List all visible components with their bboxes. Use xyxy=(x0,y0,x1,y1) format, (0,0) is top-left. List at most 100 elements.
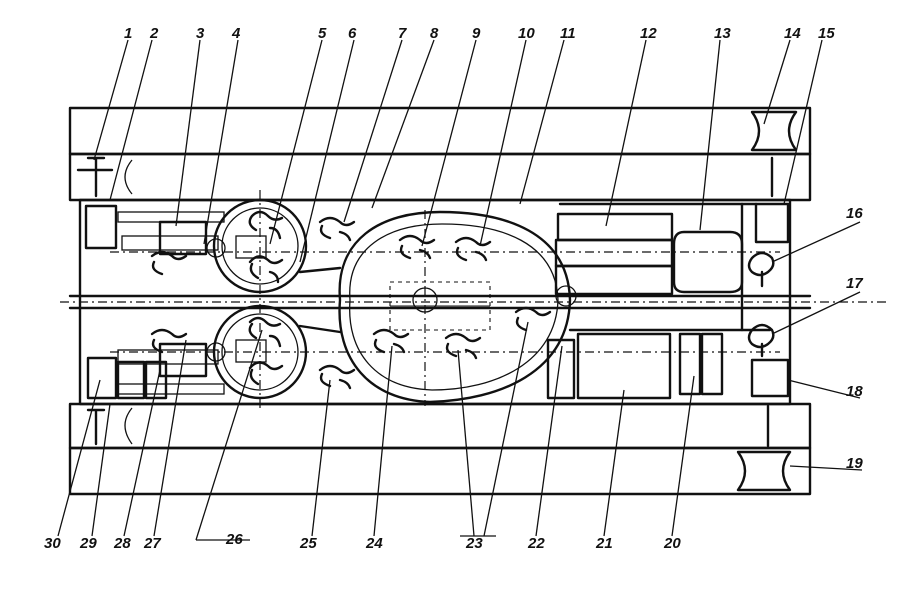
leader-line-7 xyxy=(343,39,403,223)
callout-labels-bottom: 30 29 28 27 26 25 24 23 22 21 20 xyxy=(44,531,681,552)
leader-line-23b xyxy=(483,321,529,537)
callout-11: 11 xyxy=(560,25,576,42)
leader-line-9 xyxy=(421,39,477,247)
callout-30: 30 xyxy=(44,535,61,552)
left-upper-block xyxy=(84,204,118,250)
top-outer-beam xyxy=(68,106,812,156)
callout-16: 16 xyxy=(846,205,863,222)
upper-drum-hub xyxy=(235,235,267,259)
leader-line-1 xyxy=(93,39,129,161)
callout-21: 21 xyxy=(595,535,613,552)
left-rounded-slot-bottom xyxy=(124,407,133,445)
callout-8: 8 xyxy=(430,25,439,42)
control-cabinet-mid xyxy=(554,238,674,268)
callout-3: 3 xyxy=(196,25,205,42)
callout-12: 12 xyxy=(640,25,657,42)
fan-icon xyxy=(514,306,552,332)
leader-line-18 xyxy=(787,379,861,399)
fan-glyphs xyxy=(150,210,775,390)
callout-25: 25 xyxy=(299,535,317,552)
drum-link-bottom xyxy=(298,324,342,334)
callout-9: 9 xyxy=(472,25,481,42)
callout-15: 15 xyxy=(818,25,835,42)
leader-line-21 xyxy=(603,389,625,537)
right-equipment xyxy=(546,202,790,400)
leader-line-26 xyxy=(195,329,263,541)
transformer-right-plate-2 xyxy=(700,332,724,396)
callout-7: 7 xyxy=(398,25,407,42)
leader-line-5 xyxy=(269,39,323,245)
motor-housing xyxy=(672,230,744,294)
leader-line-15 xyxy=(783,39,823,205)
leader-line-22 xyxy=(535,345,563,537)
leader-line-19 xyxy=(789,465,863,471)
callout-underlines xyxy=(196,535,496,541)
fan-icon xyxy=(150,328,188,354)
callout-2: 2 xyxy=(149,25,159,42)
callout-24: 24 xyxy=(365,535,383,552)
leader-line-14 xyxy=(763,39,791,125)
control-cabinet-low xyxy=(554,264,674,296)
transformer xyxy=(576,332,672,400)
frame xyxy=(60,106,890,496)
fan-icon xyxy=(248,210,284,240)
fan-icon xyxy=(372,328,410,354)
leader-line-30 xyxy=(57,379,101,537)
leader-line-2 xyxy=(109,39,153,201)
right-lower-box xyxy=(750,358,790,398)
leader-line-24 xyxy=(373,345,393,537)
callout-6: 6 xyxy=(348,25,357,42)
leader-line-8 xyxy=(371,39,435,209)
callout-5: 5 xyxy=(318,25,327,42)
callout-13: 13 xyxy=(714,25,731,42)
leader-line-23a xyxy=(457,349,475,537)
motor-icon xyxy=(747,251,775,288)
chamber-center-hub xyxy=(412,287,438,313)
fan-icon xyxy=(248,361,284,386)
fan-icon xyxy=(444,332,482,360)
lower-gearbox xyxy=(158,342,208,378)
left-drive-assembly xyxy=(84,190,342,410)
bottom-outer-beam xyxy=(68,446,812,496)
leaders-top xyxy=(93,39,823,263)
lower-motor-box-2 xyxy=(144,360,168,400)
leader-line-17 xyxy=(771,291,861,335)
leader-line-25 xyxy=(311,379,331,537)
lower-motor-box xyxy=(116,360,146,400)
control-cabinet-top xyxy=(556,212,674,242)
chamber-core-lower xyxy=(389,305,491,331)
right-pulley-bottom xyxy=(736,450,792,492)
lower-drum-inner xyxy=(221,313,299,391)
fan-icon xyxy=(398,234,436,260)
leader-line-3 xyxy=(175,39,201,227)
leader-line-12 xyxy=(605,39,647,227)
fan-icon xyxy=(248,316,282,348)
callout-29: 29 xyxy=(79,535,97,552)
callout-labels-top: 1 2 3 4 5 6 7 8 9 10 11 12 13 14 15 xyxy=(124,25,835,42)
callout-22: 22 xyxy=(527,535,545,552)
right-upper-box xyxy=(754,202,790,244)
fan-icon xyxy=(150,250,188,276)
chamber-inner xyxy=(349,223,559,391)
upper-shaft-housing xyxy=(121,235,219,251)
lower-shaft-housing xyxy=(117,349,219,365)
chamber-core-upper xyxy=(389,281,491,307)
right-pulley-top xyxy=(750,110,798,152)
left-rounded-slot-top xyxy=(124,159,133,195)
fan-icon xyxy=(318,364,356,390)
callout-20: 20 xyxy=(663,535,681,552)
leader-line-4 xyxy=(203,39,239,245)
transformer-left-plate xyxy=(546,338,576,400)
right-joint-wheel xyxy=(555,285,577,307)
callout-4: 4 xyxy=(231,25,241,42)
upper-gearbox xyxy=(158,220,208,256)
drum-link-top xyxy=(298,266,342,274)
fan-icon xyxy=(454,236,492,262)
leader-line-20 xyxy=(671,375,695,537)
leader-line-10 xyxy=(479,39,527,247)
leaders-right xyxy=(771,221,863,471)
transformer-right-plate xyxy=(678,332,702,396)
left-lower-block xyxy=(86,356,118,400)
leaders-bottom xyxy=(57,321,695,541)
